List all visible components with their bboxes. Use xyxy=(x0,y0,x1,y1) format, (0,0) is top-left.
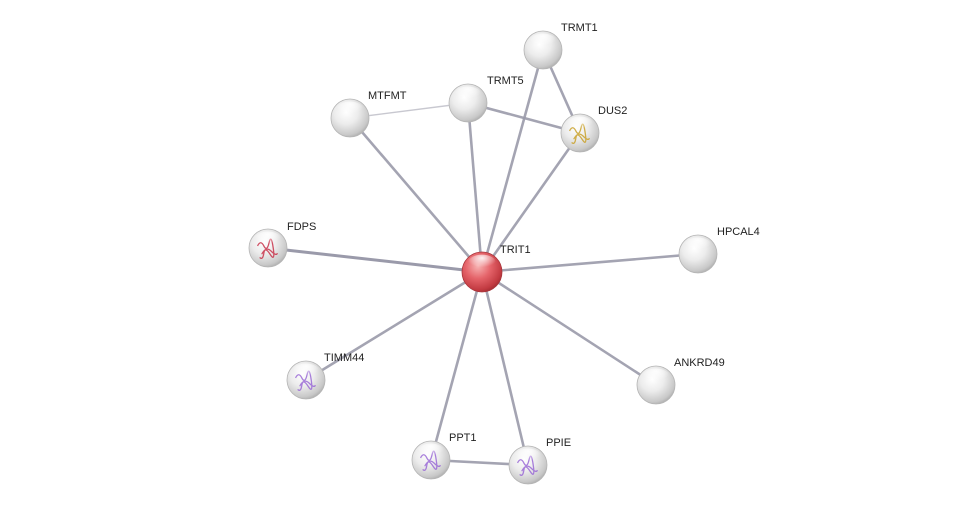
node-trmt1[interactable]: TRMT1 xyxy=(523,22,598,70)
node-highlight xyxy=(684,237,712,254)
node-highlight xyxy=(292,363,320,380)
edge-trit1-timm44[interactable] xyxy=(304,270,484,382)
edge-trit1-fdps[interactable] xyxy=(266,246,484,274)
edge-trit1-mtfmt[interactable] xyxy=(348,116,484,274)
node-label-timm44: TIMM44 xyxy=(324,352,364,364)
node-highlight xyxy=(454,86,482,103)
node-label-ppie: PPIE xyxy=(546,437,571,449)
node-hpcal4[interactable]: HPCAL4 xyxy=(678,226,760,274)
edge-trit1-hpcal4[interactable] xyxy=(480,252,700,274)
node-highlight xyxy=(417,443,445,460)
node-highlight xyxy=(529,33,557,50)
edge-trit1-dus2[interactable] xyxy=(480,131,582,274)
edge-trit1-ankrd49[interactable] xyxy=(480,270,658,387)
node-label-mtfmt: MTFMT xyxy=(368,90,407,102)
edge-trit1-trmt5[interactable] xyxy=(466,101,484,274)
edge-mtfmt-trmt5[interactable] xyxy=(349,102,469,119)
node-label-dus2: DUS2 xyxy=(598,105,627,117)
edge-trit1-ppt1[interactable] xyxy=(429,270,484,462)
node-label-hpcal4: HPCAL4 xyxy=(717,226,760,238)
edge-trit1-ppie[interactable] xyxy=(480,270,530,467)
node-highlight xyxy=(254,231,282,248)
node-fdps[interactable]: FDPS xyxy=(248,221,316,268)
node-mtfmt[interactable]: MTFMT xyxy=(330,90,407,138)
node-label-ankrd49: ANKRD49 xyxy=(674,357,725,369)
node-highlight xyxy=(566,116,594,133)
node-highlight xyxy=(336,101,364,118)
node-highlight xyxy=(468,254,496,272)
node-label-ppt1: PPT1 xyxy=(449,432,477,444)
edge-trit1-trmt1[interactable] xyxy=(480,48,545,274)
node-highlight xyxy=(642,368,670,385)
node-trit1[interactable]: TRIT1 xyxy=(461,244,531,293)
node-ankrd49[interactable]: ANKRD49 xyxy=(636,357,725,405)
node-dus2[interactable]: DUS2 xyxy=(560,105,627,153)
node-label-trmt1: TRMT1 xyxy=(561,22,598,34)
node-label-trmt5: TRMT5 xyxy=(487,75,524,87)
node-trmt5[interactable]: TRMT5 xyxy=(448,75,524,123)
node-label-trit1: TRIT1 xyxy=(500,244,531,256)
node-timm44[interactable]: TIMM44 xyxy=(286,352,364,400)
node-highlight xyxy=(514,448,542,465)
node-ppie[interactable]: PPIE xyxy=(508,437,571,485)
node-ppt1[interactable]: PPT1 xyxy=(411,432,477,480)
node-label-fdps: FDPS xyxy=(287,221,316,233)
